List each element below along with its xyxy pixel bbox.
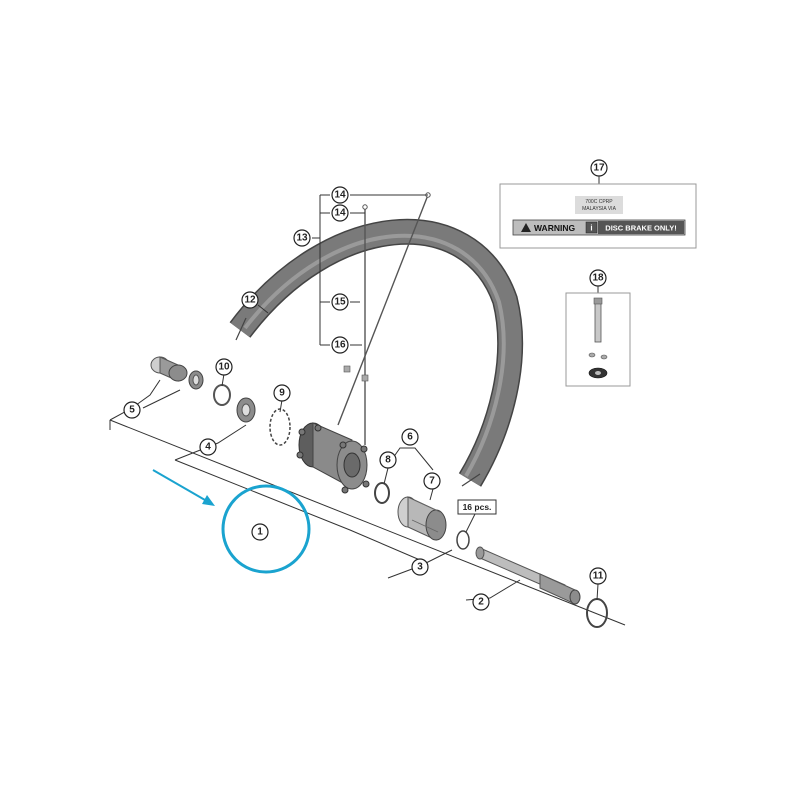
callout-12-label: 12	[244, 295, 256, 306]
washer-10	[213, 384, 231, 406]
end-cap-left	[150, 356, 188, 382]
callout-16[interactable]: 16	[331, 336, 349, 354]
shim-ring	[456, 530, 470, 550]
axle	[475, 546, 581, 605]
quantity-label: 16 pcs.	[457, 499, 497, 515]
rim	[229, 218, 524, 487]
callout-1-label: 1	[257, 527, 263, 538]
callout-18-label: 18	[592, 273, 604, 284]
callout-4[interactable]: 4	[199, 438, 217, 456]
callout-10-label: 10	[218, 362, 230, 373]
snap-ring-9	[269, 408, 291, 446]
callout-9-label: 9	[279, 388, 285, 399]
o-ring-11	[586, 598, 608, 628]
quantity-text: 16 pcs.	[463, 502, 492, 512]
callout-14a-label: 14	[334, 190, 346, 201]
callout-17[interactable]: 17	[590, 159, 608, 177]
callout-14a[interactable]: 14	[331, 186, 349, 204]
bearing	[236, 397, 256, 423]
callout-15[interactable]: 15	[331, 293, 349, 311]
o-ring-8	[374, 482, 390, 504]
spoke-nipple	[343, 365, 351, 373]
callout-9[interactable]: 9	[273, 384, 291, 402]
callout-7-label: 7	[429, 476, 435, 487]
callout-2-label: 2	[478, 597, 484, 608]
info-icon: i	[590, 224, 592, 233]
callout-14b-label: 14	[334, 208, 346, 219]
freehub-body	[397, 496, 447, 541]
callout-11-label: 11	[593, 571, 604, 582]
sticker-line-1: 700C CPRP	[585, 199, 613, 205]
callout-6-label: 6	[407, 432, 413, 443]
sticker-disc-brake: DISC BRAKE ONLY!	[605, 224, 676, 233]
sticker-line-2: MALAYSIA VIA	[582, 206, 616, 212]
end-cap-ring	[188, 370, 204, 390]
callout-3-label: 3	[417, 562, 423, 573]
assembly-axis-line	[109, 419, 626, 626]
sticker-warning: WARNING	[534, 223, 575, 233]
callout-8-label: 8	[385, 455, 391, 466]
callout-7[interactable]: 7	[423, 472, 441, 490]
callout-5-label: 5	[129, 405, 135, 416]
hub-body	[296, 422, 370, 494]
callout-1[interactable]: 1	[251, 523, 269, 541]
callout-13-label: 13	[296, 233, 308, 244]
warning-triangle-icon	[521, 223, 531, 232]
sticker-panel: 700C CPRP MALAYSIA VIA WARNING i DISC BR…	[499, 176, 697, 249]
callout-15-label: 15	[334, 297, 346, 308]
callout-4-label: 4	[205, 442, 211, 453]
callout-13[interactable]: 13	[293, 229, 311, 247]
spoke-short	[361, 204, 369, 445]
callout-5[interactable]: 5	[123, 401, 141, 419]
valve-stem	[594, 301, 602, 343]
callout-3[interactable]: 3	[411, 558, 429, 576]
highlight-marker	[152, 469, 311, 574]
spoke-leader-bracket	[312, 194, 428, 346]
callout-8[interactable]: 8	[379, 451, 397, 469]
callout-17-label: 17	[593, 163, 605, 174]
callout-12[interactable]: 12	[241, 291, 259, 309]
callout-11[interactable]: 11	[589, 567, 607, 585]
valve-panel	[565, 286, 631, 387]
callout-10[interactable]: 10	[215, 358, 233, 376]
callout-18[interactable]: 18	[589, 269, 607, 287]
callout-14b[interactable]: 14	[331, 204, 349, 222]
callout-16-label: 16	[334, 340, 346, 351]
callout-2[interactable]: 2	[472, 593, 490, 611]
callout-6[interactable]: 6	[401, 428, 419, 446]
